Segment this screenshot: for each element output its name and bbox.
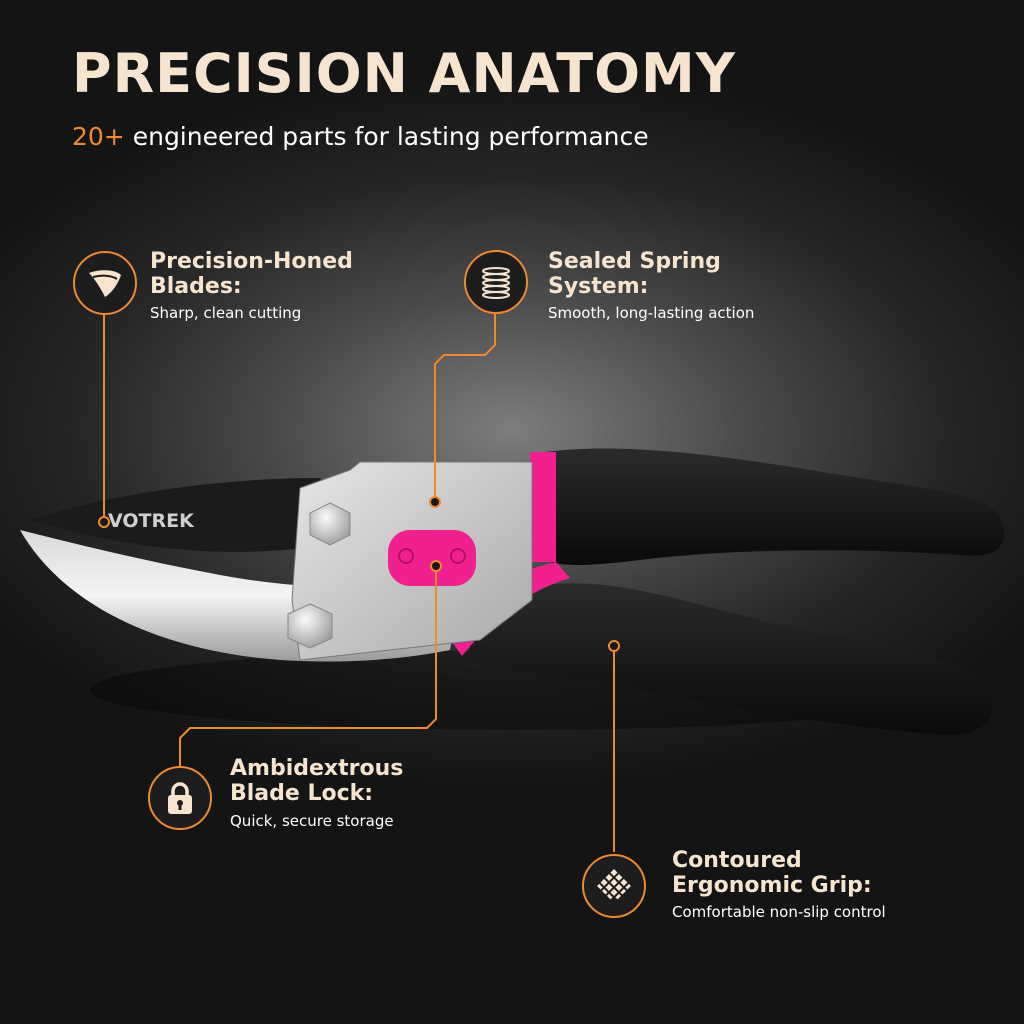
callout-lines xyxy=(103,312,615,852)
upper-pink-collar xyxy=(530,452,556,562)
spring-title-line1: Sealed Spring xyxy=(548,249,721,274)
blades-title-line2: Blades: xyxy=(150,274,242,299)
blades-title-line1: Precision-Honed xyxy=(150,249,353,274)
spring-title-line2: System: xyxy=(548,274,649,299)
parts-count: 20+ xyxy=(72,122,125,151)
lock-icon xyxy=(148,766,212,830)
lock-title-line1: Ambidextrous xyxy=(230,756,404,781)
lower-handle-grip xyxy=(470,583,993,735)
blade-lock-slider xyxy=(388,530,476,586)
page-subtitle: 20+ engineered parts for lasting perform… xyxy=(72,122,649,151)
grip-description: Comfortable non-slip control xyxy=(672,903,886,921)
blades-description: Sharp, clean cutting xyxy=(150,304,302,322)
upper-bolt xyxy=(309,502,351,546)
grip-icon xyxy=(582,854,646,918)
page-title: PRECISION ANATOMY xyxy=(72,42,736,105)
upper-handle-grip xyxy=(545,448,1005,565)
lower-bolt xyxy=(287,603,333,649)
upper-blade xyxy=(30,478,350,552)
blade-icon xyxy=(73,251,137,315)
callout-anchor-dots xyxy=(98,496,620,652)
spring-icon xyxy=(464,250,528,314)
brand-engraving: VOTREK xyxy=(108,510,195,532)
lock-title-line2: Blade Lock: xyxy=(230,781,374,806)
grip-title-line2: Ergonomic Grip: xyxy=(672,873,872,898)
grip-title-line1: Contoured xyxy=(672,848,802,873)
lock-description: Quick, secure storage xyxy=(230,812,394,830)
subtitle-text: engineered parts for lasting performance xyxy=(124,122,649,151)
spring-description: Smooth, long-lasting action xyxy=(548,304,755,322)
